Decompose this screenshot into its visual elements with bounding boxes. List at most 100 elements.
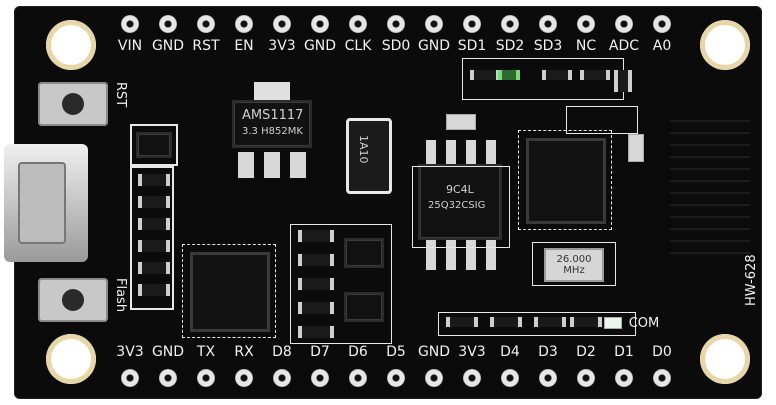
silkscreen-frame xyxy=(182,244,276,338)
antenna-trace xyxy=(670,116,750,264)
mounting-hole-top-left xyxy=(46,20,96,70)
resistor xyxy=(298,254,334,266)
pin-hole xyxy=(539,369,557,387)
silkscreen-frame xyxy=(518,130,612,230)
pin-hole xyxy=(653,15,671,33)
silkscreen-frame xyxy=(438,312,636,336)
rst-button[interactable] xyxy=(38,82,108,126)
resistor xyxy=(298,326,334,338)
top-pin-label: NC xyxy=(575,38,597,54)
pin-hole xyxy=(159,15,177,33)
pin-hole xyxy=(615,369,633,387)
bottom-pin-label: GND xyxy=(151,344,185,360)
com-label: COM xyxy=(628,316,660,331)
mounting-hole-top-right xyxy=(700,20,750,70)
top-pin-label: GND xyxy=(151,38,185,54)
bottom-pin-label: D1 xyxy=(614,344,634,360)
micro-usb-port[interactable] xyxy=(4,144,88,262)
resistor xyxy=(298,278,334,290)
silkscreen-frame xyxy=(532,242,616,286)
rst-label: RST xyxy=(113,82,128,108)
top-pin-label: GND xyxy=(303,38,337,54)
pin-hole xyxy=(425,15,443,33)
top-pin-label: EN xyxy=(234,38,254,54)
model-label: HW-628 xyxy=(744,254,759,306)
flash-label: Flash xyxy=(113,278,128,313)
bottom-pin-label: 3V3 xyxy=(458,344,486,360)
pin-hole xyxy=(463,369,481,387)
resistor xyxy=(138,196,170,208)
rst-button-cap xyxy=(62,93,84,115)
flash-memory-chip: 9C4L 25Q32CSIG xyxy=(418,140,502,280)
capacitor xyxy=(628,134,644,162)
bottom-pin-label: D8 xyxy=(272,344,292,360)
resistor xyxy=(580,70,610,80)
usb-socket xyxy=(18,162,66,244)
top-pin-label: GND xyxy=(417,38,451,54)
bottom-pin-label: GND xyxy=(417,344,451,360)
usb-serial-chip xyxy=(190,252,270,332)
pin-hole xyxy=(501,369,519,387)
pin-hole xyxy=(121,369,139,387)
flash-marking: 9C4L xyxy=(446,183,474,196)
mounting-hole-bottom-right xyxy=(700,334,750,384)
top-pin-label: CLK xyxy=(344,38,372,54)
resistor xyxy=(138,218,170,230)
resistor xyxy=(470,70,500,80)
regulator-leg xyxy=(290,152,306,178)
nodemcu-board: VIN GND RST EN 3V3 GND CLK SD0 GND SD1 S… xyxy=(4,6,762,399)
pin-hole xyxy=(349,369,367,387)
silkscreen-frame xyxy=(130,124,178,166)
silkscreen-frame xyxy=(412,166,510,248)
flash-button[interactable] xyxy=(38,278,108,322)
bottom-pin-label: 3V3 xyxy=(116,344,144,360)
crystal-marking: 26.000 MHz xyxy=(556,254,592,276)
transistor xyxy=(344,238,384,268)
diode: 1A10 xyxy=(346,118,392,194)
flash-marking: 25Q32CSIG xyxy=(428,200,486,211)
bottom-pin-label: D7 xyxy=(310,344,330,360)
top-pin-label: ADC xyxy=(608,38,640,54)
silkscreen-frame xyxy=(130,166,174,310)
pin-hole xyxy=(425,369,443,387)
resistor xyxy=(298,302,334,314)
pin-hole xyxy=(501,15,519,33)
bottom-pin-label: D6 xyxy=(348,344,368,360)
pin-hole xyxy=(539,15,557,33)
resistor xyxy=(138,262,170,274)
voltage-regulator: AMS1117 3.3 H852MK xyxy=(232,82,312,192)
silkscreen-frame xyxy=(566,106,638,134)
regulator-marking: AMS1117 xyxy=(242,108,304,123)
regulator-leg xyxy=(264,152,280,178)
resistor xyxy=(446,317,478,327)
pin-hole xyxy=(235,369,253,387)
chip-legs-top xyxy=(426,140,496,164)
bottom-pin-label: D2 xyxy=(576,344,596,360)
top-pin-label: VIN xyxy=(117,38,143,54)
pin-hole xyxy=(577,15,595,33)
crystal-oscillator: 26.000 MHz xyxy=(544,248,604,282)
esp8266-chip xyxy=(526,138,606,224)
capacitor xyxy=(446,114,476,130)
pin-hole xyxy=(235,15,253,33)
diode-marking: 1A10 xyxy=(357,135,370,164)
chip-legs-bottom xyxy=(426,240,496,270)
flash-button-cap xyxy=(62,289,84,311)
transistor xyxy=(136,132,172,158)
resistor xyxy=(570,317,602,327)
top-pin-label: SD1 xyxy=(457,38,487,54)
pin-hole xyxy=(121,15,139,33)
top-pin-label: SD3 xyxy=(533,38,563,54)
bottom-pin-label: D4 xyxy=(500,344,520,360)
pin-hole xyxy=(463,15,481,33)
transistor xyxy=(344,292,384,322)
top-pin-label: A0 xyxy=(652,38,672,54)
pin-hole xyxy=(311,369,329,387)
bottom-pin-label: TX xyxy=(196,344,216,360)
resistor xyxy=(138,240,170,252)
regulator-leg xyxy=(238,152,254,178)
pin-hole xyxy=(577,369,595,387)
bottom-pin-label: D0 xyxy=(652,344,672,360)
resistor xyxy=(534,317,566,327)
resistor xyxy=(490,317,522,327)
